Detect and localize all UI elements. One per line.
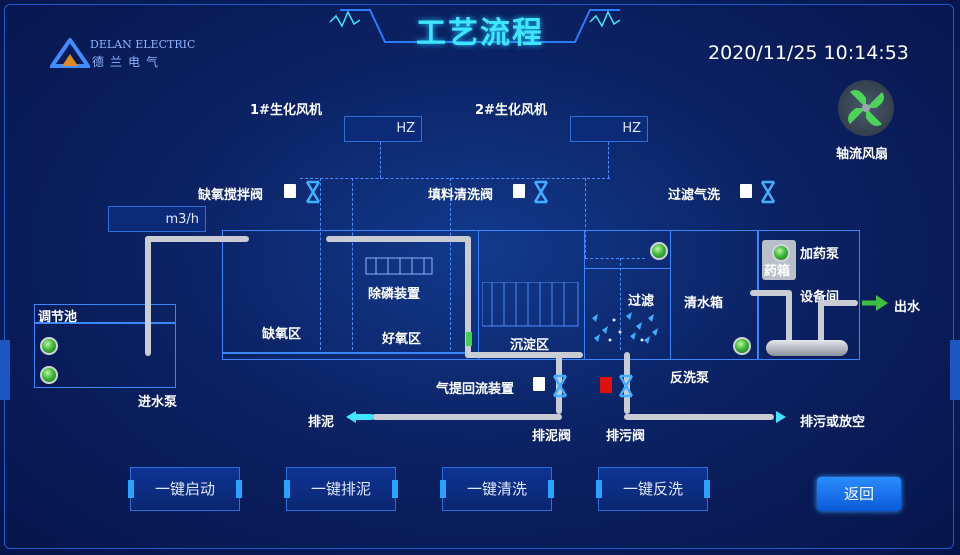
drain-out-label: 排污或放空 xyxy=(800,415,866,430)
phosphorus-device-icon xyxy=(365,257,433,275)
outlet-pipe xyxy=(818,300,824,344)
airlift-indicator xyxy=(466,332,472,346)
airlift-return-checkbox[interactable] xyxy=(533,377,545,391)
blower-1-label: 1#生化风机 xyxy=(250,103,322,118)
backwash-pump[interactable] xyxy=(733,337,751,355)
aerobic-zone-label: 好氧区 xyxy=(382,332,422,347)
tank-bottom-line xyxy=(222,352,478,354)
dosing-pipe xyxy=(786,290,792,344)
fan-icon xyxy=(848,90,884,126)
dosing-pipe xyxy=(750,290,790,296)
regulating-tank-line xyxy=(34,322,176,324)
lamella-packing xyxy=(482,282,579,327)
blower-2-frequency[interactable]: HZ xyxy=(570,116,648,142)
tank-divider xyxy=(670,230,671,360)
logo-text-cn: 德兰电气 xyxy=(92,55,165,69)
inlet-pump-2[interactable] xyxy=(40,366,58,384)
drain-pipe xyxy=(624,414,774,420)
inlet-pump-1[interactable] xyxy=(40,337,58,355)
inlet-flow-display[interactable]: m3/h xyxy=(108,206,206,232)
inlet-pipe xyxy=(145,236,249,242)
air-line xyxy=(585,178,586,258)
page-title: 工艺流程 xyxy=(416,16,544,51)
airlift-return-label: 气提回流装置 xyxy=(436,382,515,397)
sludge-out-arrow-line xyxy=(354,414,374,420)
tank-divider xyxy=(584,230,585,360)
return-pipe xyxy=(326,236,470,242)
screen-frame xyxy=(4,4,954,549)
sludge-out-label: 排泥 xyxy=(308,415,335,430)
filler-wash-valve-label: 填料清洗阀 xyxy=(428,188,494,203)
right-side-tab[interactable] xyxy=(950,340,960,400)
filter-media-icon xyxy=(592,312,658,344)
airlift-pipe xyxy=(465,352,583,358)
air-line xyxy=(450,178,451,350)
one-key-start-button[interactable]: 一键启动 xyxy=(128,467,242,511)
anoxic-zone-label: 缺氧区 xyxy=(262,327,302,342)
filler-wash-valve-icon[interactable] xyxy=(533,180,549,204)
regulating-tank-label: 调节池 xyxy=(38,310,78,325)
air-line xyxy=(585,258,645,259)
dosing-pump-label: 加药泵 xyxy=(800,247,840,262)
dosing-tank-horizontal xyxy=(766,340,848,356)
drain-out-arrow-icon xyxy=(776,411,786,423)
sludge-valve-label: 排泥阀 xyxy=(532,429,572,444)
air-line xyxy=(620,258,621,350)
left-side-tab[interactable] xyxy=(0,340,10,400)
anoxic-mixer-checkbox[interactable] xyxy=(284,184,296,198)
filter-pump[interactable] xyxy=(650,242,668,260)
filter-air-wash-label: 过滤气洗 xyxy=(668,188,721,203)
alarm-indicator xyxy=(600,377,612,393)
inlet-pump-label: 进水泵 xyxy=(138,395,178,410)
regulating-tank xyxy=(34,304,176,388)
blower-1-frequency[interactable]: HZ xyxy=(344,116,422,142)
air-line xyxy=(352,178,353,350)
logo: DELAN ELECTRIC 德兰电气 xyxy=(50,38,200,70)
dosing-pump[interactable] xyxy=(772,244,790,262)
logo-icon xyxy=(50,38,90,68)
backwash-pump-label: 反洗泵 xyxy=(670,371,710,386)
chem-box-label: 药箱 xyxy=(764,264,791,279)
axial-fan-label: 轴流风扇 xyxy=(836,147,889,162)
sludge-out-arrow-icon xyxy=(346,411,356,423)
anoxic-mixer-valve-label: 缺氧搅拌阀 xyxy=(198,188,264,203)
filter-air-wash-valve-icon[interactable] xyxy=(760,180,776,204)
one-key-backwash-button[interactable]: 一键反洗 xyxy=(596,467,710,511)
air-line xyxy=(300,178,610,179)
datetime: 2020/11/25 10:14:53 xyxy=(708,42,909,64)
anoxic-mixer-valve-icon[interactable] xyxy=(305,180,321,204)
title-decoration xyxy=(329,9,621,43)
outlet-pipe xyxy=(818,300,858,306)
sludge-valve-icon[interactable] xyxy=(552,374,568,398)
axial-fan[interactable] xyxy=(838,80,894,136)
outlet-arrow-icon xyxy=(862,295,888,311)
return-pipe xyxy=(465,236,471,358)
air-line xyxy=(608,142,609,178)
clear-water-tank-label: 清水箱 xyxy=(684,296,724,311)
filter-zone-label: 过滤 xyxy=(628,294,655,309)
inlet-pipe xyxy=(145,236,151,356)
air-line xyxy=(380,142,381,178)
filter-air-wash-checkbox[interactable] xyxy=(740,184,752,198)
sedimentation-zone-label: 沉淀区 xyxy=(510,338,550,353)
back-button[interactable]: 返回 xyxy=(817,477,901,511)
filter-inner xyxy=(584,268,670,360)
phosphorus-removal-label: 除磷装置 xyxy=(368,287,421,302)
drain-valve-icon[interactable] xyxy=(618,374,634,398)
air-line xyxy=(320,178,321,350)
blower-2-label: 2#生化风机 xyxy=(475,103,547,118)
filler-wash-checkbox[interactable] xyxy=(513,184,525,198)
logo-text: DELAN ELECTRIC xyxy=(90,38,196,51)
sludge-pipe xyxy=(372,414,562,420)
outlet-label: 出水 xyxy=(894,300,921,315)
one-key-clean-button[interactable]: 一键清洗 xyxy=(440,467,554,511)
tank-divider xyxy=(478,230,479,360)
drain-valve-label: 排污阀 xyxy=(606,429,646,444)
one-key-sludge-button[interactable]: 一键排泥 xyxy=(284,467,398,511)
